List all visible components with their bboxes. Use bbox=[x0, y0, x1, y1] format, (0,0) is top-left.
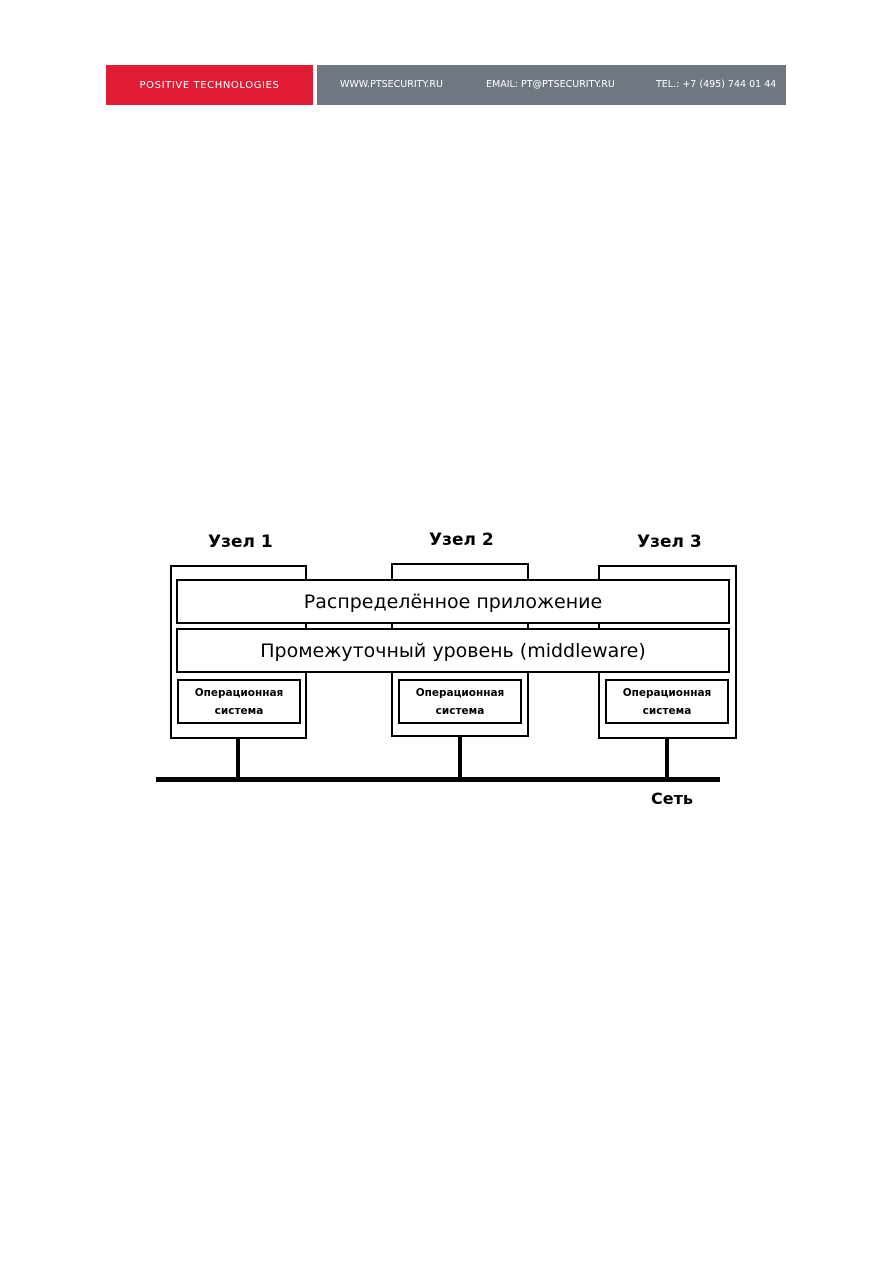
node-3-connector bbox=[665, 738, 669, 780]
distributed-app-label: Распределённое приложение bbox=[303, 590, 603, 613]
company-name: POSITIVE TECHNOLOGIES bbox=[139, 79, 280, 91]
distributed-app-layer: Распределённое приложение bbox=[176, 579, 730, 624]
company-logo: POSITIVE TECHNOLOGIES bbox=[106, 65, 313, 105]
node-1-os-label: Операционная система bbox=[179, 681, 299, 722]
os-line-2: система bbox=[214, 704, 264, 717]
node-2-title: Узел 2 bbox=[429, 530, 494, 550]
os-line-1: Операционная bbox=[194, 686, 284, 699]
os-line-1: Операционная bbox=[622, 686, 712, 699]
network-bus bbox=[156, 777, 720, 782]
os-line-2: система bbox=[435, 704, 485, 717]
os-line-2: система bbox=[642, 704, 692, 717]
page-header: POSITIVE TECHNOLOGIES WWW.PTSECURITY.RU … bbox=[106, 65, 786, 105]
node-1-os-box: Операционная система bbox=[177, 679, 301, 724]
contact-bar: WWW.PTSECURITY.RU EMAIL: PT@PTSECURITY.R… bbox=[317, 65, 786, 105]
node-2-os-label: Операционная система bbox=[400, 681, 520, 722]
node-1-connector bbox=[236, 738, 240, 780]
middleware-layer: Промежуточный уровень (middleware) bbox=[176, 628, 730, 673]
node-3-os-label: Операционная система bbox=[607, 681, 727, 722]
network-label: Сеть bbox=[651, 789, 693, 808]
phone-number: TEL.: +7 (495) 744 01 44 bbox=[656, 79, 777, 90]
email-link[interactable]: EMAIL: PT@PTSECURITY.RU bbox=[486, 79, 615, 90]
node-3-os-box: Операционная система bbox=[605, 679, 729, 724]
os-line-1: Операционная bbox=[415, 686, 505, 699]
node-2-connector bbox=[458, 736, 462, 780]
middleware-label: Промежуточный уровень (middleware) bbox=[260, 639, 646, 662]
node-3-title: Узел 3 bbox=[637, 532, 702, 552]
node-1-title: Узел 1 bbox=[208, 532, 273, 552]
node-2-os-box: Операционная система bbox=[398, 679, 522, 724]
website-link[interactable]: WWW.PTSECURITY.RU bbox=[340, 79, 443, 90]
